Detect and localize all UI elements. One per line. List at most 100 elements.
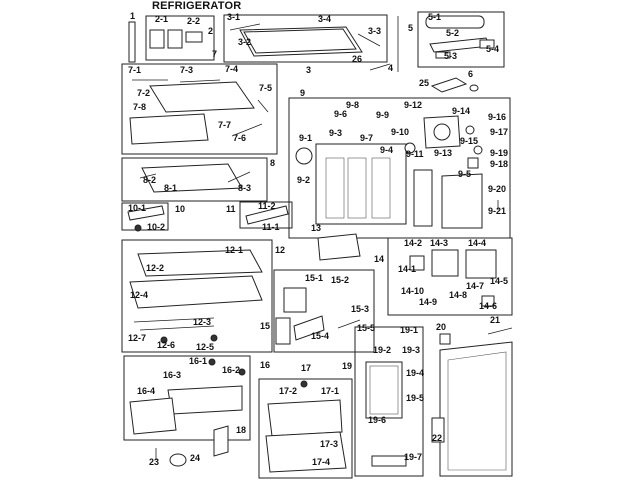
callout-c10-2: 10-2 [147, 222, 165, 232]
callout-c17-1: 17-1 [321, 386, 339, 396]
callout-c8-2: 8-2 [143, 175, 156, 185]
callout-c5-3: 5-3 [444, 51, 457, 61]
callout-c22: 22 [432, 433, 442, 443]
part-cup-15-1 [283, 287, 307, 313]
callout-c14-10: 14-10 [401, 286, 424, 296]
callout-c9-7: 9-7 [360, 133, 373, 143]
group-box-3 [223, 14, 388, 63]
part-duct-slot-b [347, 157, 367, 219]
part-rail-7-6 [231, 123, 263, 137]
callout-c1: 1 [130, 11, 135, 21]
callout-c12-7: 12-7 [128, 333, 146, 343]
callout-c7-7: 7-7 [218, 120, 231, 130]
part-roller-12-6 [160, 336, 168, 344]
callout-c15-4: 15-4 [311, 331, 329, 341]
part-motor-9-11 [404, 142, 416, 154]
callout-c14-2: 14-2 [404, 238, 422, 248]
part-box-14-3 [431, 249, 459, 277]
callout-c14: 14 [374, 254, 384, 264]
group-box-11 [239, 201, 293, 229]
callout-c9-20: 9-20 [488, 184, 506, 194]
callout-c3-1: 3-1 [227, 12, 240, 22]
part-frame-12-2 [129, 275, 263, 309]
part-shelf-7-4 [149, 81, 255, 113]
callout-c16-1: 16-1 [189, 356, 207, 366]
callout-c15-2: 15-2 [331, 275, 349, 285]
part-bracket-20 [439, 333, 451, 345]
callout-c19-3: 19-3 [402, 345, 420, 355]
callout-c7-4: 7-4 [225, 64, 238, 74]
callout-c9-1: 9-1 [299, 133, 312, 143]
callout-c9-11: 9-11 [406, 149, 424, 159]
part-rail-12-4 [133, 317, 215, 323]
callout-c9-4: 9-4 [380, 145, 393, 155]
callout-c14-4: 14-4 [468, 238, 486, 248]
part-grommet-9-17 [473, 145, 483, 155]
part-cover-22 [431, 417, 445, 443]
callout-c12-6: 12-6 [157, 340, 175, 350]
callout-c8: 8 [270, 158, 275, 168]
callout-c10-1: 10-1 [128, 203, 146, 213]
group-box-17 [258, 378, 353, 479]
callout-c16: 16 [260, 360, 270, 370]
group-box-2 [145, 15, 215, 61]
callout-c12-3: 12-3 [193, 317, 211, 327]
part-strip-26 [369, 63, 391, 71]
part-shelf-8-1 [141, 163, 243, 193]
callout-c9-3: 9-3 [329, 128, 342, 138]
callout-c4: 4 [388, 63, 393, 73]
part-plug-6 [469, 84, 479, 92]
part-drawer-7-8 [129, 113, 209, 145]
part-rail-1 [128, 21, 136, 63]
part-rail-12-3 [139, 325, 215, 331]
callout-c11-1: 11-1 [262, 222, 280, 232]
part-ice-box-13 [317, 233, 361, 261]
part-handle-18 [213, 425, 229, 457]
part-rail-7-5 [257, 99, 269, 113]
part-roller-12-5 [210, 334, 218, 342]
part-rail-8-2 [139, 173, 157, 179]
callout-c14-8: 14-8 [449, 290, 467, 300]
part-fan-9-13 [433, 123, 451, 141]
part-cabinet-inner [447, 351, 507, 471]
callout-c9-6: 9-6 [334, 109, 347, 119]
callout-c16-2: 16-2 [222, 365, 240, 375]
callout-c14-1: 14-1 [398, 264, 416, 274]
callout-c14-6: 14-6 [479, 301, 497, 311]
part-ring-9-1 [295, 147, 313, 165]
callout-c12-5: 12-5 [196, 342, 214, 352]
callout-c9-14: 9-14 [452, 106, 470, 116]
callout-c7-2: 7-2 [137, 88, 150, 98]
part-cover-5-1 [425, 15, 485, 29]
callout-c2-2: 2-2 [187, 16, 200, 26]
callout-c8-1: 8-1 [164, 183, 177, 193]
callout-c26: 26 [352, 54, 362, 64]
callout-c9-12: 9-12 [404, 100, 422, 110]
callout-c9-13: 9-13 [434, 148, 452, 158]
callout-c9-2: 9-2 [297, 175, 310, 185]
part-trim-3-3 [357, 33, 381, 47]
callout-c15-1: 15-1 [305, 273, 323, 283]
group-box-10 [121, 202, 169, 231]
callout-c17-3: 17-3 [320, 439, 338, 449]
callout-c9-16: 9-16 [488, 112, 506, 122]
group-box-12 [121, 239, 273, 353]
part-tray-19-7 [371, 455, 407, 467]
part-bracket-2-1 [149, 29, 165, 49]
callout-c7-1: 7-1 [128, 65, 141, 75]
callout-c3-3: 3-3 [368, 26, 381, 36]
part-screw-9-16 [465, 125, 475, 135]
part-sensor-14-2 [409, 255, 425, 271]
callout-c16-4: 16-4 [137, 386, 155, 396]
group-box-14 [387, 237, 513, 316]
callout-c16-3: 16-3 [163, 370, 181, 380]
callout-c9-8: 9-8 [346, 100, 359, 110]
callout-c5: 5 [408, 23, 413, 33]
callout-c19-6: 19-6 [368, 415, 386, 425]
part-lamp-5-4 [479, 39, 495, 49]
callout-c11: 11 [226, 204, 236, 214]
part-duct-9-2 [315, 143, 407, 225]
callout-c17-2: 17-2 [279, 386, 297, 396]
